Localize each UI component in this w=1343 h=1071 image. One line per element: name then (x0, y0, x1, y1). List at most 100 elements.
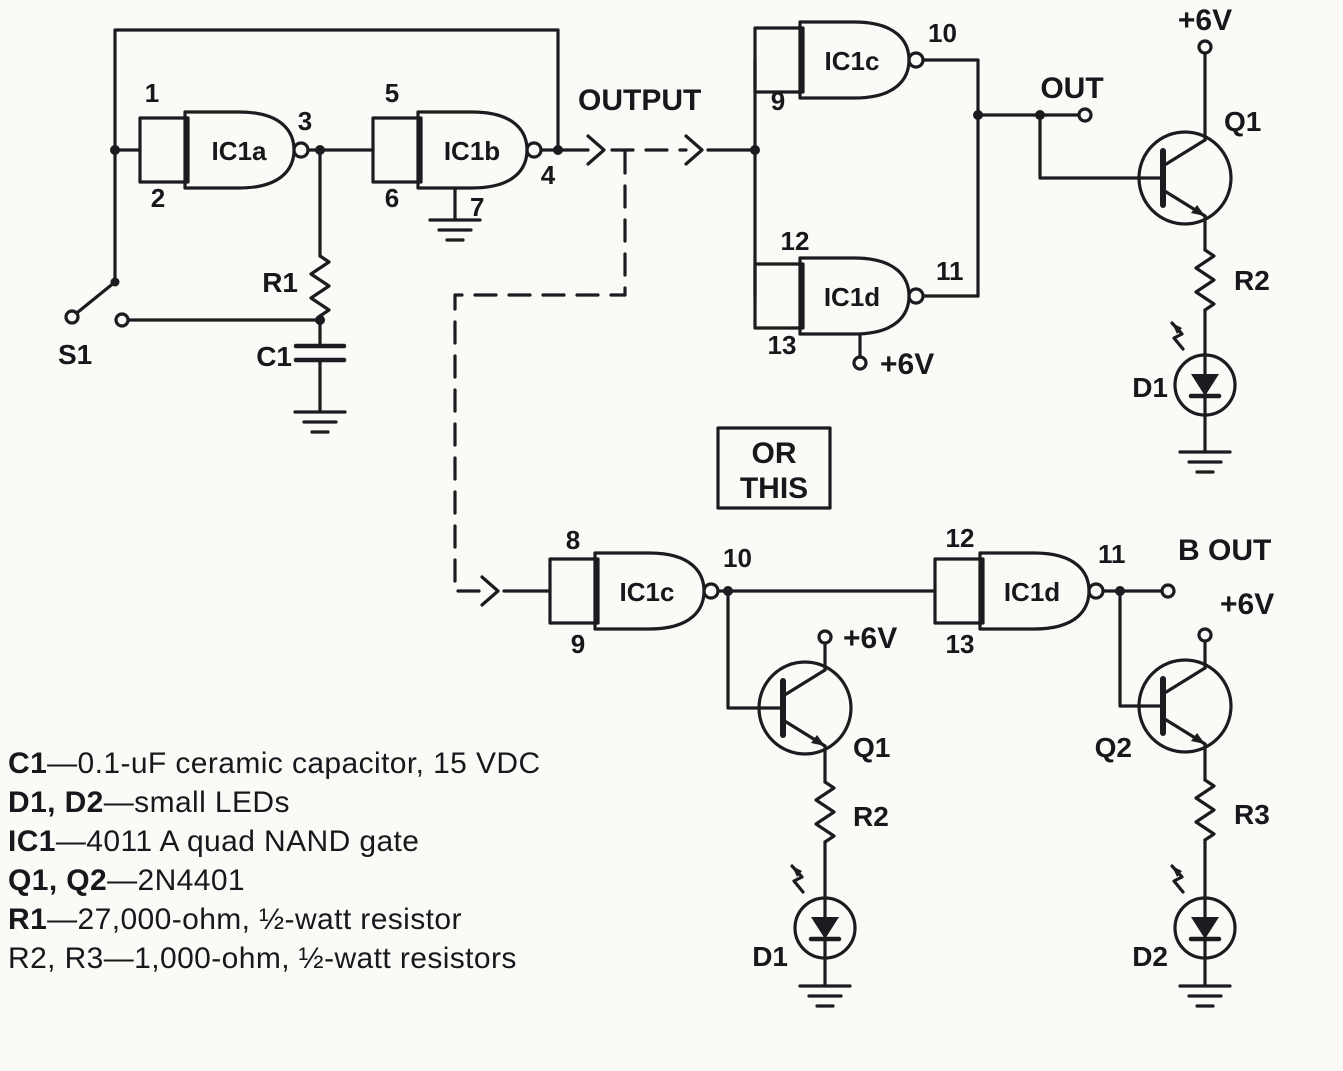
part-name: D1, D2 (8, 786, 104, 819)
feedback-wire (113, 28, 560, 284)
out-terminal: OUT (1040, 72, 1104, 123)
npn-symbol (759, 662, 851, 754)
out-terminal-circle (1077, 107, 1093, 123)
part-desc: —4011 A quad NAND gate (56, 825, 419, 858)
resistor-symbol (1194, 778, 1216, 842)
component-label: Q2 (1095, 732, 1132, 763)
pin-label: 10 (723, 543, 752, 573)
component-label: D1 (1132, 372, 1168, 403)
gate-label: IC1a (212, 136, 267, 166)
switch-terminal (64, 309, 80, 325)
junction-dot (553, 145, 563, 155)
component-label: D2 (1132, 941, 1168, 972)
output-label: OUTPUT (578, 84, 701, 117)
transistor-q2: Q2 +6V (1095, 588, 1275, 763)
pin-label: 8 (566, 525, 580, 555)
switch-terminal (114, 312, 130, 328)
ground-icon (428, 218, 482, 242)
nand-gate-ic1b: IC1b 5 6 4 7 (371, 78, 556, 242)
resistor-r1: R1 (262, 254, 331, 318)
or-this-box: OR THIS (716, 426, 832, 510)
gate-label: IC1d (1004, 577, 1060, 607)
parts-list-line: Q1, Q2—2N4401 (8, 864, 245, 897)
part-name: Q1, Q2 (8, 864, 107, 897)
led-d1-top: D1 (1132, 323, 1235, 474)
b-out-label: B OUT (1178, 534, 1271, 567)
junction-dot (110, 145, 120, 155)
junction-dot (315, 315, 325, 325)
pin-label: 10 (928, 18, 957, 48)
wire (726, 589, 761, 710)
pin-label: 5 (385, 78, 399, 108)
dashed-wires (453, 148, 688, 593)
gate-label: IC1d (824, 282, 880, 312)
part-name: R2, R3 (8, 942, 104, 975)
parts-list-line: C1—0.1-uF ceramic capacitor, 15 VDC (8, 747, 541, 780)
resistor-symbol (1194, 248, 1216, 312)
or-label: OR (752, 437, 797, 470)
component-label: D1 (752, 941, 788, 972)
pin-label: 12 (781, 226, 810, 256)
npn-symbol (1139, 660, 1231, 752)
supply-label: +6V (1220, 588, 1274, 621)
resistor-r2-bottom: R2 (814, 780, 889, 844)
component-label: C1 (256, 341, 292, 372)
resistor-r3: R3 (1194, 778, 1270, 842)
this-label: THIS (740, 472, 808, 505)
pin-label: 9 (771, 86, 785, 116)
component-label: R2 (1234, 265, 1270, 296)
pin-label: 11 (936, 256, 964, 286)
parts-list-line: R1—27,000-ohm, ½-watt resistor (8, 903, 462, 936)
part-desc: —1,000-ohm, ½-watt resistors (104, 942, 517, 975)
transistor-q1-top: Q1 +6V (1139, 4, 1261, 224)
dashed-wire (453, 150, 627, 593)
junction-dot (750, 145, 760, 155)
parts-list-line: IC1—4011 A quad NAND gate (8, 825, 419, 858)
resistor-symbol (309, 254, 331, 318)
component-label: R2 (853, 801, 889, 832)
junction-dot (315, 145, 325, 155)
switch-s1: S1 (58, 277, 130, 370)
pin-label: 12 (946, 523, 975, 553)
gate-label: IC1c (620, 577, 675, 607)
parts-list: C1—0.1-uF ceramic capacitor, 15 VDC D1, … (8, 747, 541, 975)
supply-terminal (852, 355, 868, 371)
pin-label: 7 (470, 192, 484, 222)
junction-dot (1115, 586, 1125, 596)
wire (921, 58, 980, 298)
pin-label: 6 (385, 183, 399, 213)
pin-label: 1 (145, 78, 159, 108)
arrow-chevron-icon (480, 575, 500, 607)
gate-label: IC1b (444, 136, 500, 166)
led-d2: D2 (1132, 866, 1235, 1008)
resistor-r2-top: R2 (1194, 248, 1270, 312)
ground-icon (293, 410, 347, 434)
component-label: R1 (262, 267, 298, 298)
ground-icon (1178, 984, 1232, 1008)
part-desc: —27,000-ohm, ½-watt resistor (47, 903, 462, 936)
transistor-q1-bottom: Q1 +6V (759, 622, 897, 763)
supply-terminal (817, 629, 833, 645)
capacitor-c1: C1 (256, 341, 347, 434)
part-desc: —0.1-uF ceramic capacitor, 15 VDC (47, 747, 540, 780)
npn-symbol (1139, 132, 1231, 224)
part-desc: —2N4401 (107, 864, 245, 897)
pin-label: 4 (541, 160, 556, 190)
out-label: OUT (1040, 72, 1103, 105)
nand-gate-ic1c-top: IC1c 9 10 (753, 18, 957, 116)
pin-label: 3 (298, 106, 312, 136)
nand-gate-ic1c-bottom: IC1c 8 9 10 (548, 525, 752, 659)
parts-list-line: R2, R3—1,000-ohm, ½-watt resistors (8, 942, 517, 975)
supply-terminal (1197, 627, 1213, 643)
or-this-frame (716, 426, 832, 510)
pin-label: 13 (946, 629, 975, 659)
supply-label: +6V (1178, 4, 1232, 37)
junction-dots (110, 110, 1125, 596)
component-label: R3 (1234, 799, 1270, 830)
b-out-terminal: B OUT (1160, 534, 1271, 599)
component-label: S1 (58, 339, 92, 370)
part-name: IC1 (8, 825, 56, 858)
junction-dot (973, 110, 983, 120)
